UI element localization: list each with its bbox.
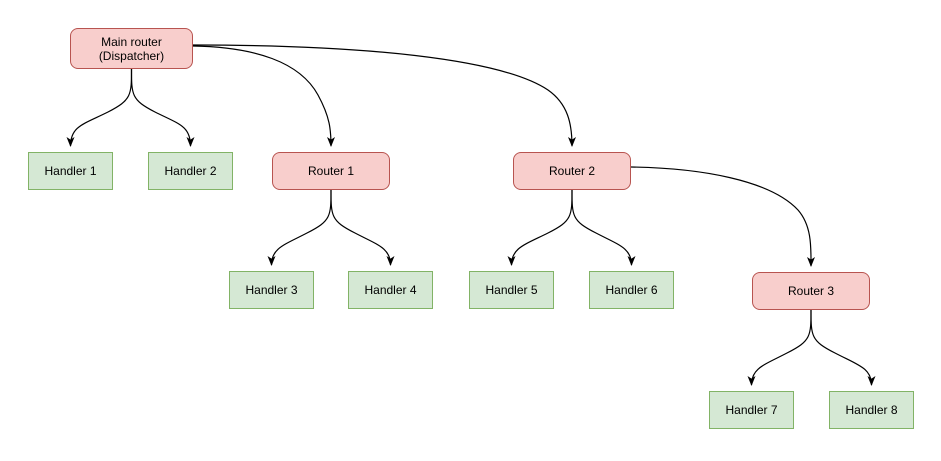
edge-main-router2 xyxy=(192,44,576,147)
node-handler1[interactable]: Handler 1 xyxy=(28,152,113,190)
node-router2[interactable]: Router 2 xyxy=(513,152,631,190)
edge-main-router1 xyxy=(192,45,335,147)
node-label-handler3: Handler 3 xyxy=(245,283,298,297)
edge-router2-router3 xyxy=(630,166,816,267)
edge-router2-handler6 xyxy=(571,189,636,266)
edge-router1-handler4 xyxy=(330,189,395,266)
node-handler3[interactable]: Handler 3 xyxy=(229,271,314,309)
node-handler2[interactable]: Handler 2 xyxy=(148,152,233,190)
node-handler5[interactable]: Handler 5 xyxy=(469,271,554,309)
node-label-handler6: Handler 6 xyxy=(605,283,658,297)
node-main[interactable]: Main router (Dispatcher) xyxy=(70,28,193,69)
node-label-handler7: Handler 7 xyxy=(725,403,778,417)
node-label-router2: Router 2 xyxy=(548,164,596,178)
edge-router3-handler7 xyxy=(747,309,812,386)
node-handler8[interactable]: Handler 8 xyxy=(829,391,914,429)
edge-router1-handler3 xyxy=(267,189,332,266)
node-label-main: Main router (Dispatcher) xyxy=(98,34,165,63)
node-label-router1: Router 1 xyxy=(307,164,355,178)
node-label-handler2: Handler 2 xyxy=(164,164,217,178)
edge-router3-handler8 xyxy=(810,309,876,386)
node-label-handler8: Handler 8 xyxy=(845,403,898,417)
node-label-router3: Router 3 xyxy=(787,284,835,298)
node-label-handler1: Handler 1 xyxy=(44,164,97,178)
node-router3[interactable]: Router 3 xyxy=(752,272,870,310)
node-handler7[interactable]: Handler 7 xyxy=(709,391,794,429)
node-router1[interactable]: Router 1 xyxy=(272,152,390,190)
edge-main-handler2 xyxy=(130,68,195,147)
node-label-handler5: Handler 5 xyxy=(485,283,538,297)
node-handler4[interactable]: Handler 4 xyxy=(348,271,433,309)
edge-main-handler1 xyxy=(66,68,133,147)
edge-router2-handler5 xyxy=(507,189,573,266)
node-label-handler4: Handler 4 xyxy=(364,283,417,297)
node-handler6[interactable]: Handler 6 xyxy=(589,271,674,309)
